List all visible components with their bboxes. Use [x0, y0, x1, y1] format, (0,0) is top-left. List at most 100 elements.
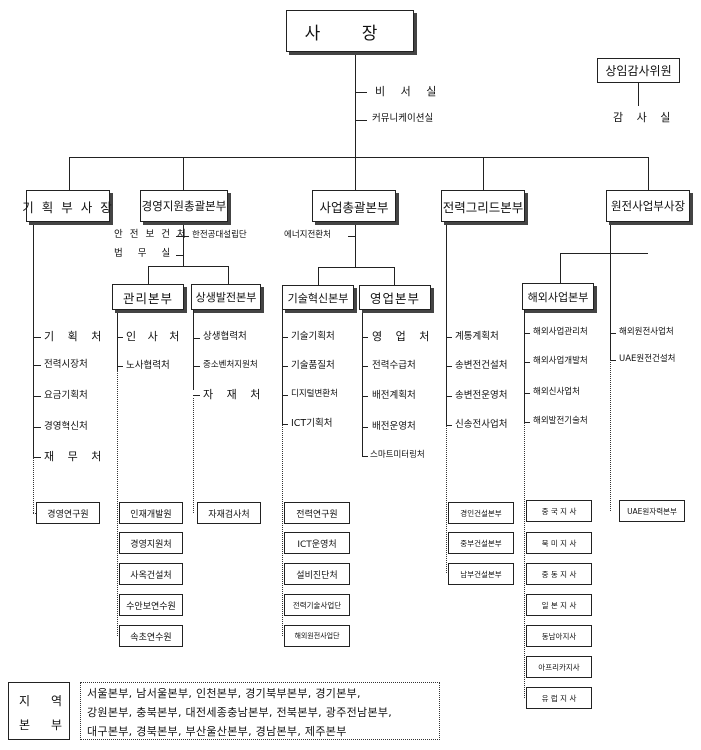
regional-hq-line[interactable]: 강원본부, 충북본부, 대전세종충남본부, 전북본부, 광주전남본부, [87, 706, 393, 719]
planning-unit[interactable]: 경영혁신처 [44, 421, 88, 432]
kepco-tech-univ-team[interactable]: 한전공대설립단 [192, 230, 247, 240]
planning-unit[interactable]: 전력시장처 [44, 359, 88, 370]
tech-tick [282, 395, 288, 396]
admin-center[interactable]: 수안보연수원 [119, 594, 183, 616]
drop-business [355, 157, 356, 190]
overseas-unit[interactable]: 해외신사업처 [533, 387, 580, 397]
audit-committee-box[interactable]: 상임감사위원 [597, 58, 680, 83]
tech-unit[interactable]: 디지털변환처 [291, 389, 338, 399]
mutual-unit[interactable]: 상생협력처 [203, 331, 247, 342]
overseas-branch[interactable]: 동남아지사 [526, 625, 592, 647]
overseas-unit[interactable]: 해외발전기술처 [533, 416, 588, 426]
ceo-box[interactable]: 사 장 [286, 10, 414, 52]
tech-unit[interactable]: 기술품질처 [291, 360, 335, 371]
admin-hq-box[interactable]: 관리본부 [112, 284, 184, 310]
tech-center[interactable]: 전력연구원 [284, 502, 350, 524]
tech-center[interactable]: 전력기술사업단 [284, 594, 350, 616]
grid-tick [446, 366, 452, 367]
overseas-branch[interactable]: 유 럽 지 사 [526, 687, 592, 709]
admin-tick [117, 337, 123, 338]
legal-office[interactable]: 법 무 실 [114, 248, 177, 259]
tech-center[interactable]: 설비진단처 [284, 563, 350, 585]
grid-tick [446, 396, 452, 397]
overseas-unit[interactable]: 해외사업개발처 [533, 356, 588, 366]
regional-hq-label: 지 역 본 부 [8, 682, 70, 740]
grid-center[interactable]: 중부건설본부 [448, 532, 514, 554]
overseas-branch[interactable]: 북 미 지 사 [526, 532, 592, 554]
planning-tick [33, 396, 41, 397]
mutual-growth-hq-box[interactable]: 상생발전본부 [191, 284, 261, 310]
tech-unit[interactable]: 기술기획처 [291, 331, 335, 342]
regional-hq-list: 서울본부, 남서울본부, 인천본부, 경기북부본부, 경기본부, 강원본부, 충… [80, 682, 440, 740]
nuclear-spine [610, 222, 611, 360]
business-hq-box[interactable]: 사업총괄본부 [312, 190, 396, 222]
management-drop [228, 266, 229, 284]
tech-center[interactable]: ICT운영처 [284, 532, 350, 554]
energy-transition-dept[interactable]: 에너지전환처 [284, 230, 331, 240]
tech-innovation-hq-box[interactable]: 기술혁신본부 [282, 285, 354, 310]
audit-office[interactable]: 감 사 실 [613, 111, 676, 124]
sales-unit[interactable]: 전력수급처 [372, 360, 416, 371]
planning-vp-box[interactable]: 기 획 부 사 장 [22, 190, 112, 222]
tech-unit[interactable]: ICT기획처 [291, 418, 333, 429]
planning-unit[interactable]: 기 획 처 [44, 330, 107, 343]
tech-center[interactable]: 해외원전사업단 [284, 625, 350, 647]
safety-health-dept[interactable]: 안 전 보 건 처 [114, 229, 188, 240]
admin-center[interactable]: 인재개발원 [119, 502, 183, 524]
mutual-tick [193, 338, 200, 339]
secretary-office[interactable]: 비 서 실 [375, 85, 443, 98]
overseas-hq-box[interactable]: 해외사업본부 [522, 283, 594, 310]
mutual-unit[interactable]: 중소벤처지원처 [203, 360, 258, 370]
planning-unit[interactable]: 재 무 처 [44, 450, 107, 463]
planning-tick [33, 337, 41, 338]
nuclear-vp-box[interactable]: 원전사업부사장 [606, 190, 690, 222]
nuclear-unit[interactable]: UAE원전건설처 [619, 354, 676, 364]
communication-office[interactable]: 커뮤니케이션실 [372, 113, 434, 124]
management-tick [176, 236, 183, 237]
management-drop [148, 266, 149, 284]
management-hq-box[interactable]: 경영지원총괄본부 [140, 190, 228, 222]
admin-center[interactable]: 사옥건설처 [119, 563, 183, 585]
admin-center[interactable]: 경영지원처 [119, 532, 183, 554]
sales-unit[interactable]: 스마트미터링처 [370, 450, 425, 460]
grid-unit[interactable]: 송변전건설처 [455, 360, 508, 371]
business-spine [355, 222, 356, 267]
planning-unit[interactable]: 요금기획처 [44, 390, 88, 401]
drop-planning [69, 157, 70, 190]
grid-center[interactable]: 경인건설본부 [448, 502, 514, 524]
staff-connector-1 [355, 92, 367, 93]
overseas-branch[interactable]: 중 국 지 사 [526, 500, 592, 522]
sales-unit[interactable]: 배전계획처 [372, 390, 416, 401]
admin-unit[interactable]: 인 사 처 [126, 330, 184, 343]
sales-unit[interactable]: 영 업 처 [372, 330, 435, 343]
sales-hq-box[interactable]: 영업본부 [359, 285, 431, 310]
admin-spine [117, 310, 118, 370]
mutual-unit[interactable]: 자 재 처 [203, 388, 266, 401]
grid-center[interactable]: 남부건설본부 [448, 563, 514, 585]
regional-hq-line[interactable]: 서울본부, 남서울본부, 인천본부, 경기북부본부, 경기본부, [87, 687, 361, 700]
nuclear-unit[interactable]: 해외원전사업처 [619, 327, 674, 337]
grid-spine [446, 222, 447, 425]
overseas-link-h [560, 253, 648, 254]
regional-label-char: 본 [19, 718, 31, 732]
grid-unit[interactable]: 신송전사업처 [455, 419, 508, 430]
nuclear-dotted-spine [610, 360, 611, 511]
mutual-dotted-spine [193, 398, 194, 513]
regional-hq-line[interactable]: 대구본부, 경북본부, 부산울산본부, 경남본부, 제주본부 [87, 725, 347, 738]
tech-dotted-spine [282, 425, 283, 636]
overseas-branch[interactable]: 일 본 지 사 [526, 594, 592, 616]
sales-unit[interactable]: 배전운영처 [372, 421, 416, 432]
admin-center[interactable]: 속초연수원 [119, 625, 183, 647]
grid-unit[interactable]: 송변전운영처 [455, 390, 508, 401]
mutual-tick [193, 395, 200, 396]
mutual-center[interactable]: 자재검사처 [197, 502, 261, 524]
nuclear-center[interactable]: UAE원자력본부 [619, 500, 685, 522]
grid-hq-box[interactable]: 전력그리드본부 [441, 190, 525, 222]
staff-connector-2 [355, 120, 367, 121]
overseas-branch[interactable]: 아프리카지사 [526, 656, 592, 678]
management-research-institute[interactable]: 경영연구원 [36, 502, 100, 524]
admin-unit[interactable]: 노사협력처 [126, 360, 170, 371]
overseas-unit[interactable]: 해외사업관리처 [533, 327, 588, 337]
overseas-branch[interactable]: 중 동 지 사 [526, 563, 592, 585]
grid-unit[interactable]: 계통계획처 [455, 331, 499, 342]
